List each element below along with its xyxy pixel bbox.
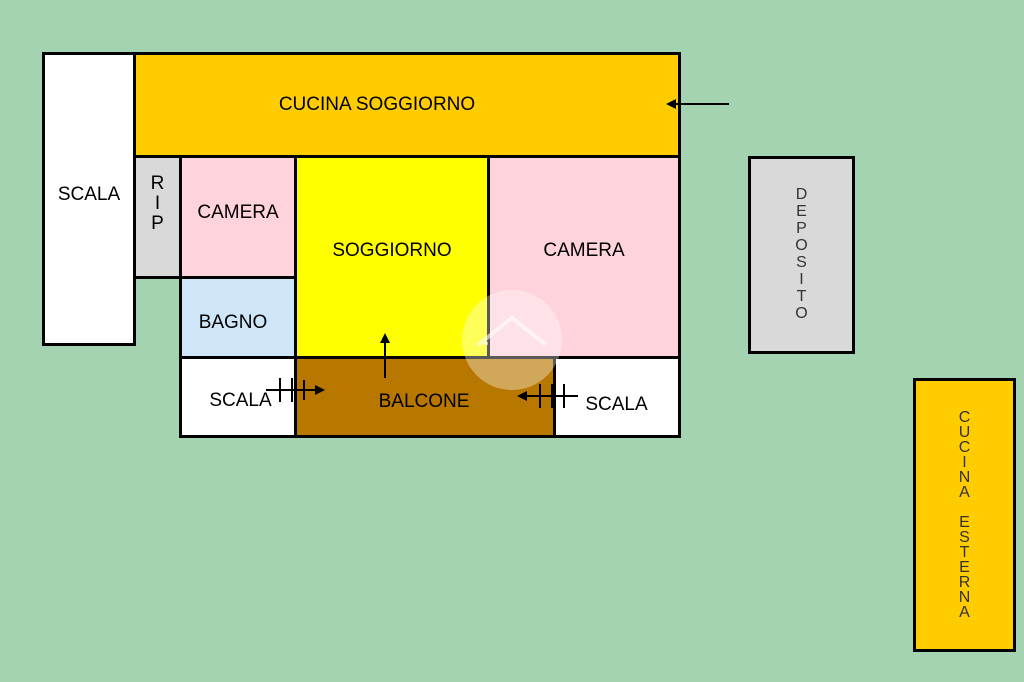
room-soggiorno: SOGGIORNO	[294, 155, 490, 359]
label-letter: O	[795, 305, 808, 322]
room-label: CAMERA	[197, 202, 279, 223]
label-letter: I	[962, 454, 967, 471]
label-letter: I	[799, 271, 804, 288]
room-camera-large: CAMERA	[487, 155, 681, 359]
label-letter: R	[958, 574, 971, 591]
label-letter: U	[958, 424, 971, 441]
room-label: CUCINA SOGGIORNO	[278, 94, 476, 115]
room-scala-bottom-left: SCALA	[179, 356, 297, 438]
room-label: CAMERA	[543, 240, 625, 261]
room-cucina-soggiorno: CUCINA SOGGIORNO	[133, 52, 681, 158]
room-balcone: BALCONE	[294, 356, 556, 438]
label-letter: R	[150, 173, 165, 194]
label-letter: S	[959, 529, 970, 546]
label-letter: A	[959, 484, 970, 501]
label-letter: A	[959, 604, 970, 621]
label-letter: T	[959, 544, 970, 561]
room-scala-left: SCALA	[42, 52, 136, 346]
label-letter: P	[151, 213, 164, 234]
room-label: SOGGIORNO	[332, 240, 452, 261]
label-letter: E	[959, 559, 970, 576]
room-label: SCALA	[57, 184, 121, 205]
room-camera-small: CAMERA	[179, 155, 297, 279]
room-scala-bottom-right: SCALA	[553, 356, 681, 438]
label-letter: E	[959, 514, 970, 531]
label-letter: N	[958, 589, 971, 606]
label-letter: I	[154, 193, 161, 214]
room-label: BAGNO	[198, 311, 268, 333]
label-letter: C	[958, 439, 971, 456]
room-label: SCALA	[209, 390, 272, 411]
label-letter: D	[795, 186, 808, 203]
label-letter: N	[958, 469, 971, 486]
label-letter: C	[958, 409, 971, 426]
label-letter: T	[796, 288, 807, 305]
room-label: SCALA	[585, 394, 648, 415]
room-label: BALCONE	[378, 391, 470, 412]
label-letter: S	[796, 254, 807, 271]
label-letter: O	[795, 237, 808, 254]
room-bagno: BAGNO	[179, 276, 297, 359]
label-letter: E	[796, 203, 807, 220]
label-letter: P	[796, 220, 807, 237]
